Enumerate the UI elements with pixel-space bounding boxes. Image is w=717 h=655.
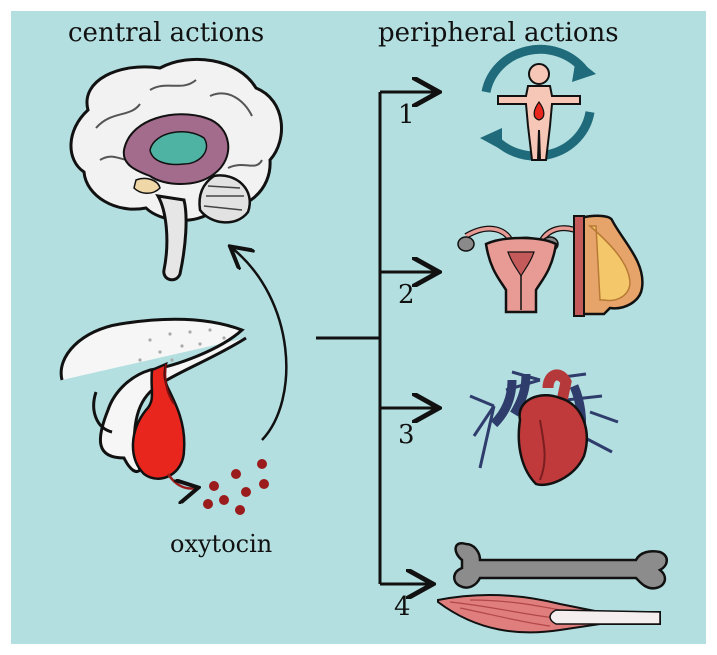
- branch-label-1: 1: [398, 100, 415, 130]
- bone-icon: [454, 543, 667, 588]
- oxytocin-label: oxytocin: [170, 530, 272, 558]
- branch-label-2: 2: [398, 280, 415, 310]
- branch-bracket: [316, 92, 436, 584]
- branch-label-3: 3: [398, 420, 415, 450]
- uterus-icon: [458, 228, 584, 312]
- branch-label-4: 4: [394, 592, 411, 622]
- pituitary-gland-icon: [61, 319, 246, 488]
- body-metabolism-cycle-icon: [480, 49, 596, 160]
- breast-icon: [574, 216, 642, 316]
- oxytocin-to-brain-arrow: [232, 248, 286, 440]
- oxytocin-dots: [203, 459, 269, 515]
- brain-icon: [71, 59, 282, 279]
- heart-icon: [470, 372, 618, 485]
- muscle-icon: [438, 595, 660, 632]
